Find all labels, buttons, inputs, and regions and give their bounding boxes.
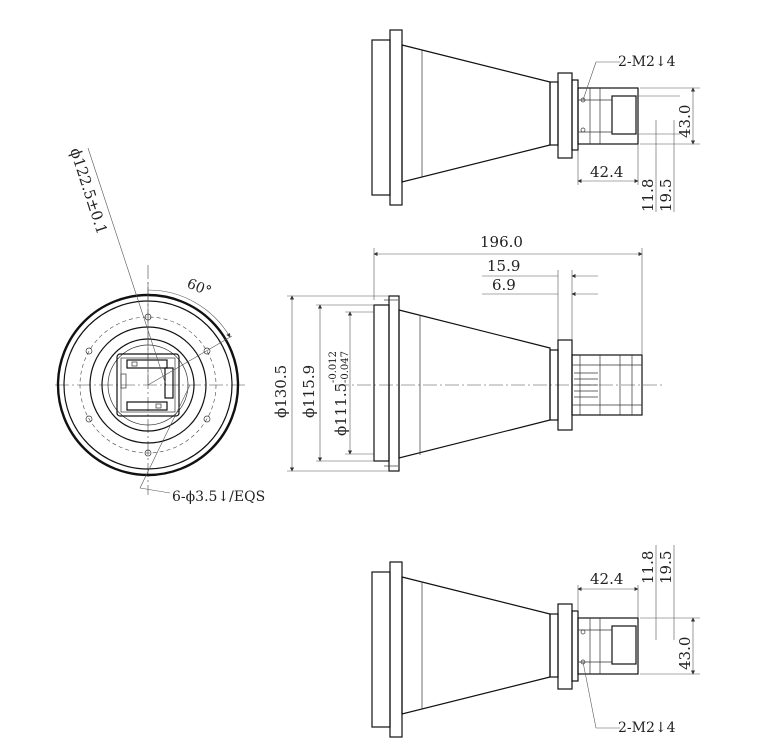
top-view — [371, 29, 700, 212]
side-dim-6-9: 6.9 — [492, 276, 516, 294]
top-dim-43-0: 43.0 — [676, 105, 694, 138]
bottom-view — [371, 545, 700, 738]
top-dim-19-5: 19.5 — [657, 179, 675, 212]
sensor-block — [116, 353, 180, 417]
bottom-dim-11-8: 11.8 — [639, 551, 657, 584]
side-view — [287, 248, 665, 472]
side-dim-15-9: 15.9 — [487, 257, 520, 275]
side-dia-130-5: ϕ130.5 — [272, 365, 290, 418]
front-angle-label: 60° — [185, 276, 214, 300]
top-dim-42-4: 42.4 — [590, 163, 623, 181]
side-length-label: 196.0 — [480, 233, 523, 251]
side-tol-lower: -0.047 — [340, 351, 351, 383]
front-holes-label: 6-ϕ3.5↓/EQS — [172, 489, 265, 505]
bottom-thread-label: 2-M2↓4 — [618, 720, 676, 736]
top-thread-label: 2-M2↓4 — [618, 54, 676, 70]
bottom-dim-43-0: 43.0 — [676, 637, 694, 670]
top-dim-11-8: 11.8 — [639, 179, 657, 212]
bottom-dim-42-4: 42.4 — [590, 570, 623, 588]
bottom-dim-19-5: 19.5 — [657, 551, 675, 584]
side-dia-115-9: ϕ115.9 — [300, 365, 318, 418]
front-view — [55, 147, 245, 495]
side-dia-111-5: ϕ111.5 — [332, 383, 350, 436]
side-tol-upper: -0.012 — [328, 351, 339, 383]
front-diameter-label: ϕ122.5±0.1 — [66, 146, 111, 237]
